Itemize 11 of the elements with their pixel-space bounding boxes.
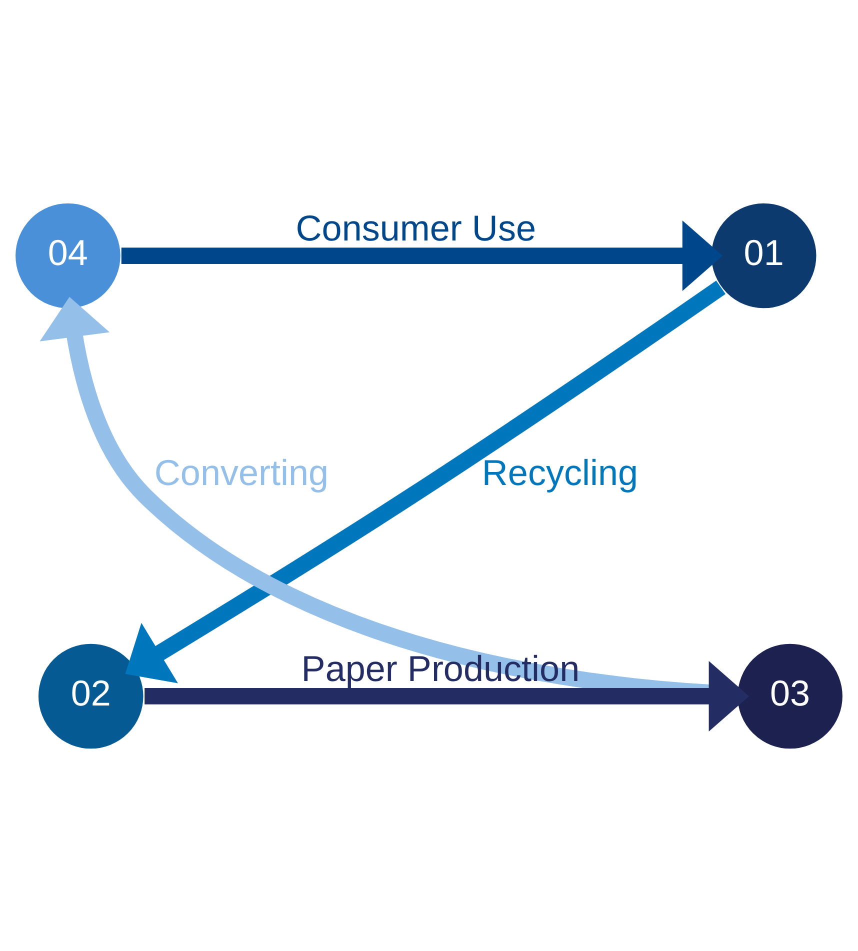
arrow	[144, 660, 750, 731]
arrow	[121, 220, 723, 290]
arrow	[125, 280, 726, 683]
node-circle: 02	[36, 642, 145, 750]
node-circle: 03	[736, 642, 844, 750]
edge-label: Recycling	[482, 452, 638, 493]
edge-label: Paper Production	[301, 647, 580, 688]
node-circle: 01	[710, 201, 818, 310]
edge-label: Converting	[154, 452, 329, 493]
edge-label: Consumer Use	[296, 206, 536, 248]
node-circle: 04	[14, 201, 122, 310]
